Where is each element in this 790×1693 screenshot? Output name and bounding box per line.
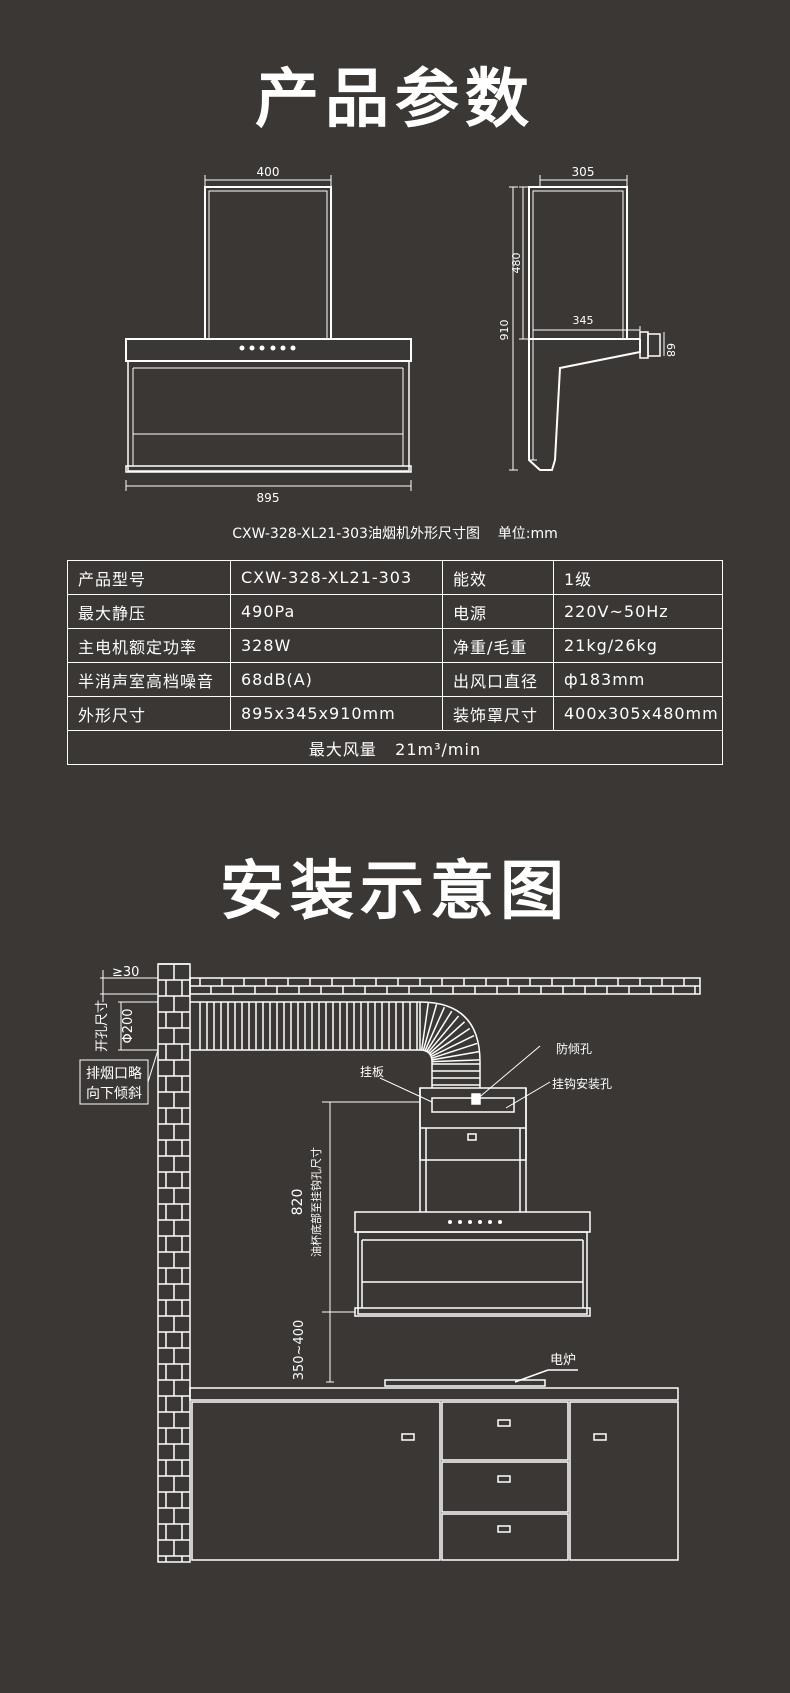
label-350-400: 350~400 bbox=[292, 1320, 307, 1381]
spec-key: 产品型号 bbox=[67, 560, 231, 595]
brick-line bbox=[420, 1002, 430, 1051]
side-dimension-lines bbox=[509, 175, 665, 471]
brick-line bbox=[430, 1035, 475, 1058]
table-row: 主电机额定功率 328W 净重/毛重 21kg/26kg bbox=[67, 628, 723, 663]
hood-cover bbox=[419, 1087, 527, 1212]
table-row: 产品型号 CXW-328-XL21-303 能效 1级 bbox=[67, 560, 723, 595]
spec-value: 400x305x480mm bbox=[553, 696, 723, 731]
brick-line bbox=[424, 1006, 446, 1052]
label-anti-tilt-hole: 防倾孔 bbox=[556, 1041, 592, 1056]
dim-305: 305 bbox=[572, 165, 595, 179]
dim-910: 910 bbox=[498, 320, 511, 341]
label-hook-install-hole: 挂钩安装孔 bbox=[552, 1076, 612, 1091]
installation-diagram: ≥30 开孔尺寸 Φ200 排烟口略 向下倾斜 挂板 防倾孔 挂钩安装孔 bbox=[79, 963, 701, 1563]
control-panel-buttons bbox=[239, 345, 296, 351]
section-title-install: 安装示意图 bbox=[220, 855, 570, 929]
label-hanging-board: 挂板 bbox=[360, 1065, 384, 1079]
ceiling-slab bbox=[189, 977, 701, 995]
spec-table: 产品型号 CXW-328-XL21-303 能效 1级 最大静压 490Pa 电… bbox=[67, 560, 723, 765]
spec-key: 外形尺寸 bbox=[67, 696, 231, 731]
spec-value: 328W bbox=[230, 628, 443, 663]
brick-line bbox=[431, 1059, 480, 1063]
dim-480: 480 bbox=[510, 253, 523, 274]
spec-key: 主电机额定功率 bbox=[67, 628, 231, 663]
spec-key: 半消声室高档噪音 bbox=[67, 662, 231, 697]
hood-body bbox=[354, 1211, 591, 1317]
label-hole-size: 开孔尺寸 bbox=[95, 1000, 110, 1052]
dim-68: 68 bbox=[664, 343, 677, 357]
label-hole-diameter: Φ200 bbox=[121, 1008, 136, 1043]
spec-key: 能效 bbox=[442, 560, 554, 595]
table-row: 最大静压 490Pa 电源 220V~50Hz bbox=[67, 594, 723, 629]
brick-line bbox=[431, 1050, 480, 1061]
max-airflow: 最大风量 21m³/min bbox=[67, 730, 723, 765]
drawing-caption: CXW-328-XL21-303油烟机外形尺寸图 单位:mm bbox=[232, 526, 558, 542]
electric-stove bbox=[384, 1369, 578, 1387]
spec-value: 1级 bbox=[553, 560, 723, 595]
section-title-params: 产品参数 bbox=[255, 63, 535, 137]
label-exhaust-1: 排烟口略 bbox=[86, 1066, 142, 1082]
exhaust-duct bbox=[190, 1001, 481, 1088]
label-exhaust-2: 向下倾斜 bbox=[86, 1086, 142, 1102]
spec-value: 220V~50Hz bbox=[553, 594, 723, 629]
spec-key: 电源 bbox=[442, 594, 554, 629]
brick-wall bbox=[157, 963, 191, 1563]
hood-buttons bbox=[448, 1220, 502, 1224]
spec-value: 895x345x910mm bbox=[230, 696, 443, 731]
dim-345: 345 bbox=[573, 314, 594, 327]
dim-895: 895 bbox=[257, 491, 280, 505]
brick-line bbox=[427, 1015, 460, 1054]
wall-dimensions bbox=[79, 970, 159, 1105]
label-stove: 电炉 bbox=[550, 1353, 576, 1368]
spec-key: 装饰罩尺寸 bbox=[442, 696, 554, 731]
dim-400: 400 bbox=[257, 165, 280, 179]
table-row: 外形尺寸 895x345x910mm 装饰罩尺寸 400x305x480mm bbox=[67, 696, 723, 731]
spec-value: 68dB(A) bbox=[230, 662, 443, 697]
brick-line bbox=[428, 1021, 466, 1055]
cabinet bbox=[189, 1387, 679, 1561]
spec-value: 490Pa bbox=[230, 594, 443, 629]
label-820: 820 bbox=[290, 1189, 306, 1216]
brick-line bbox=[429, 1027, 471, 1056]
brick-line bbox=[431, 1042, 478, 1060]
spec-key: 出风口直径 bbox=[442, 662, 554, 697]
label-820-desc: 油杯底部至挂钩孔尺寸 bbox=[309, 1147, 323, 1257]
spec-value: ф183mm bbox=[553, 662, 723, 697]
spec-key: 净重/毛重 bbox=[442, 628, 554, 663]
brick-line bbox=[422, 1004, 438, 1051]
front-dimension-lines bbox=[125, 175, 412, 491]
table-row: 半消声室高档噪音 68dB(A) 出风口直径 ф183mm bbox=[67, 662, 723, 697]
spec-key: 最大静压 bbox=[67, 594, 231, 629]
callout-lines bbox=[379, 1045, 551, 1109]
spec-value: CXW-328-XL21-303 bbox=[230, 560, 443, 595]
spec-value: 21kg/26kg bbox=[553, 628, 723, 663]
side-view bbox=[528, 186, 661, 471]
dimension-drawing: 400 895 305 480 910 345 68 bbox=[125, 165, 677, 505]
brick-line bbox=[425, 1010, 453, 1053]
height-dimensions bbox=[322, 1101, 420, 1383]
table-row-footer: 最大风量 21m³/min bbox=[67, 730, 723, 765]
front-view bbox=[125, 186, 412, 473]
label-min30: ≥30 bbox=[112, 965, 139, 980]
